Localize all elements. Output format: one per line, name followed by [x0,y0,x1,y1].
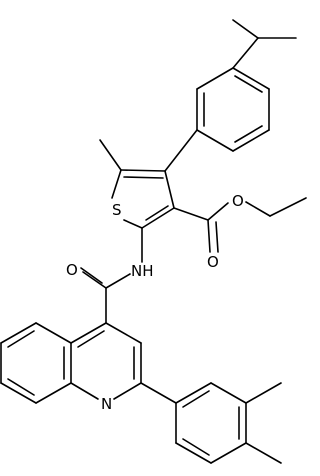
thiophene-methyl-bond [99,139,122,171]
amide-oxygen-label: O [66,261,78,279]
sulfur-label: S [112,201,122,219]
ester-carbonyl-oxygen-label: O [207,253,219,271]
thiophene-ring [111,169,175,229]
isopropylphenyl-ring [196,67,270,152]
amide-nitrogen-label: NH [131,262,154,280]
quinoline-nitrogen-label: N [101,395,112,413]
ethyl-ester-group [173,197,307,253]
structure-canvas: S O NH N O O [0,19,307,464]
quinoline-aryl-bond [140,382,177,404]
ester-ether-oxygen-label: O [232,192,244,210]
chemical-structure: S O NH N O O [0,19,307,464]
para-methyl-bond [245,442,282,464]
amide-linker [80,227,143,324]
isopropyl-group [232,19,297,69]
quinoline-benzo-ring [0,322,72,404]
aryl-thiophene-bond [164,129,198,172]
dimethylphenyl-ring [175,382,247,464]
quinoline-pyridine-ring [70,322,142,400]
meta-methyl-bond [245,382,282,404]
